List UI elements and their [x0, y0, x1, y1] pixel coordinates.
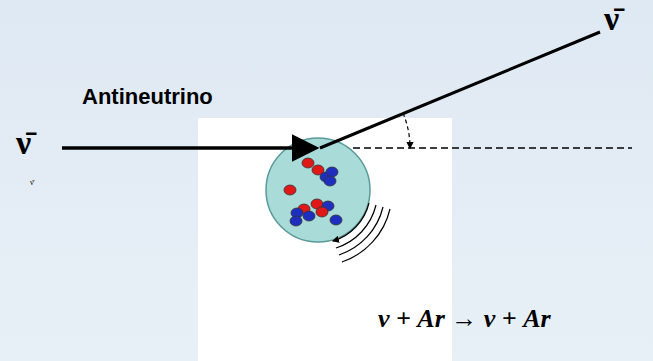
nucleons: [284, 158, 342, 226]
particle-name: Antineutrino: [82, 84, 213, 110]
argon-nucleus: [266, 138, 370, 242]
reference-line: [320, 147, 632, 149]
angle-arc: [403, 113, 410, 148]
recoil-arcs: [333, 203, 390, 262]
small-symbol: ν̄: [30, 178, 34, 187]
particle-symbol: ν̄: [604, 0, 619, 38]
incoming-antineutrino: [62, 146, 316, 150]
particle-symbol: ν̄: [16, 124, 31, 162]
outgoing-antineutrino: [320, 32, 600, 148]
reaction-equation: ν + Ar → ν + Ar: [378, 304, 551, 334]
